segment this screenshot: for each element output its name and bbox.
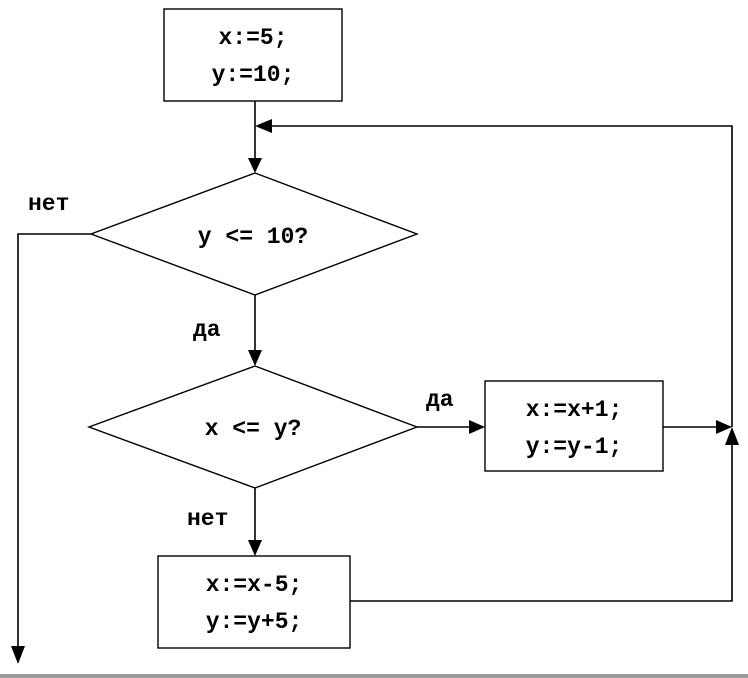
- no-block-line-1: x:=x-5;: [206, 572, 303, 598]
- connector-outer-no-exit: [17, 233, 91, 648]
- connector-loop-back: [271, 125, 733, 427]
- no-block-line-2: y:=y+5;: [206, 609, 303, 635]
- bottom-divider: [0, 674, 748, 678]
- arrowhead-right-yes-block: [469, 420, 485, 434]
- arrowhead-exit: [11, 646, 25, 664]
- arrowhead-right-merge: [716, 420, 732, 434]
- yes-block: [484, 380, 664, 472]
- init-block: [163, 8, 343, 102]
- inner-no-label: нет: [187, 506, 228, 532]
- init-line-1: x:=5;: [218, 25, 287, 51]
- connector-no-block-to-merge: [350, 443, 733, 602]
- arrowhead-down-inner-condition: [248, 350, 262, 366]
- outer-yes-label: да: [193, 317, 221, 343]
- inner-condition-text: x <= y?: [205, 416, 302, 442]
- outer-no-label: нет: [28, 191, 69, 217]
- arrowhead-down-outer-condition: [248, 158, 262, 173]
- arrowhead-up-merge: [725, 427, 739, 445]
- arrowhead-left-loop: [255, 119, 272, 133]
- outer-condition-text: y <= 10?: [198, 224, 308, 250]
- yes-block-line-2: y:=y-1;: [526, 434, 623, 460]
- yes-block-line-1: x:=x+1;: [526, 397, 623, 423]
- init-line-2: y:=10;: [212, 62, 295, 88]
- arrowhead-down-no-block: [248, 540, 262, 556]
- no-block: [157, 555, 351, 649]
- inner-yes-label: да: [426, 387, 454, 413]
